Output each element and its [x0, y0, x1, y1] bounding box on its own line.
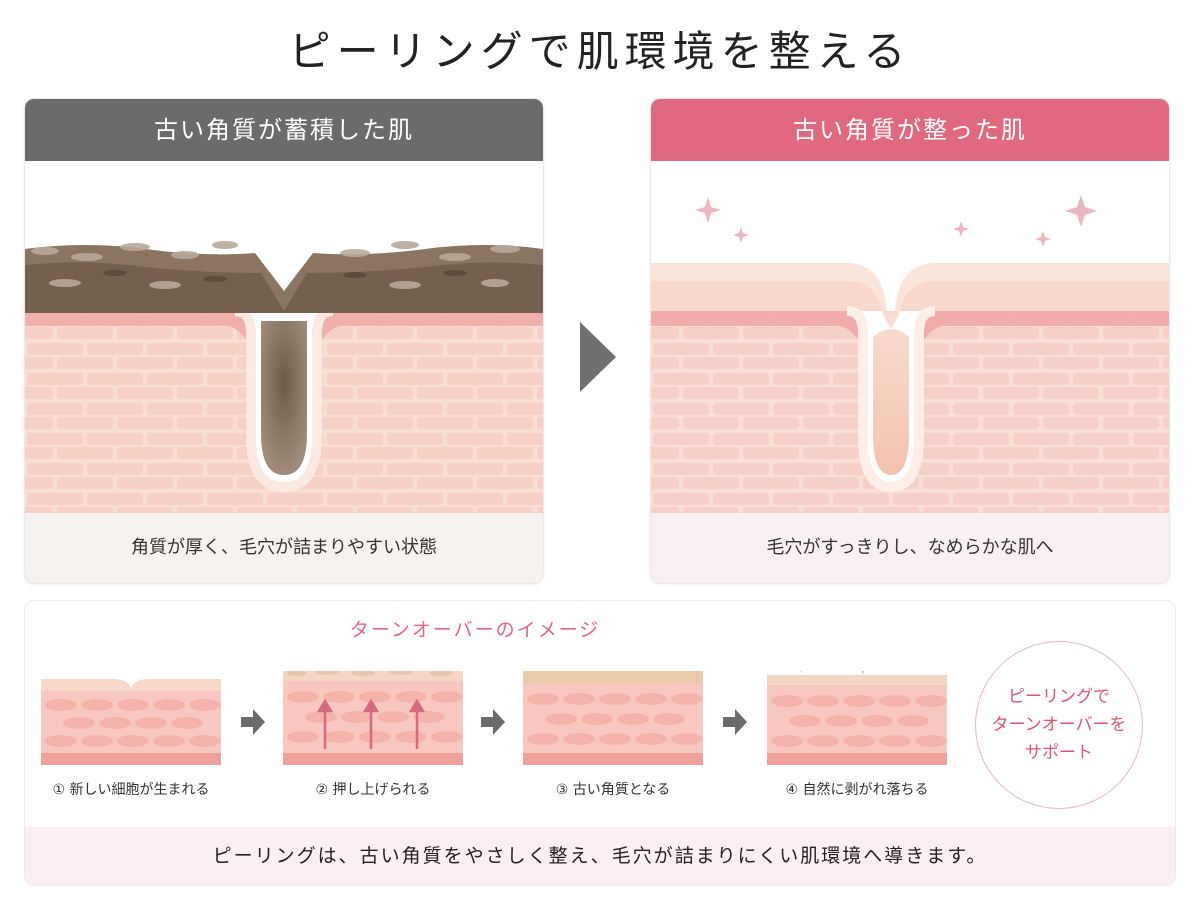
support-line-3: サポート	[1024, 743, 1093, 763]
sparkle-icon	[800, 671, 802, 673]
support-line-2: ターンオーバーを	[991, 715, 1127, 735]
before-panel: 古い角質が蓄積した肌	[24, 98, 544, 584]
turnover-step-2-label: ② 押し上げられる	[315, 782, 431, 798]
turnover-step-2: ② 押し上げられる	[283, 671, 463, 798]
after-panel-caption: 毛穴がすっきりし、なめらかな肌へ	[651, 513, 1169, 583]
sparkle-icon	[953, 221, 969, 237]
right-arrow-icon	[241, 709, 265, 735]
after-panel-header: 古い角質が整った肌	[651, 99, 1169, 161]
turnover-step-3-label: ③ 古い角質となる	[555, 782, 671, 798]
sparkle-icon	[695, 197, 721, 223]
shedding-illustration	[767, 671, 947, 765]
sparkle-icon	[1065, 195, 1097, 227]
sparkle-icon	[861, 671, 865, 675]
turnover-step-1: ① 新しい細胞が生まれる	[41, 671, 221, 798]
support-badge: ピーリングで ターンオーバーを サポート	[975, 641, 1143, 809]
before-panel-header: 古い角質が蓄積した肌	[25, 99, 543, 161]
turnover-title: ターンオーバーのイメージ	[349, 619, 601, 641]
summary-text: ピーリングは、古い角質をやさしく整え、毛穴が詰まりにくい肌環境へ導きます。	[25, 827, 1175, 885]
turnover-step-4-label: ④ 自然に剥がれ落ちる	[785, 782, 929, 798]
new-cells-illustration	[41, 679, 221, 765]
sparkle-icon	[733, 227, 749, 243]
turnover-step-4: ④ 自然に剥がれ落ちる	[767, 671, 947, 798]
clogged-pore-illustration	[25, 161, 543, 513]
sparkle-icon	[1035, 231, 1051, 247]
right-arrow-icon	[481, 709, 505, 735]
after-panel: 古い角質が整った肌	[650, 98, 1170, 584]
clear-pore-illustration	[651, 161, 1169, 513]
turnover-section: ターンオーバーのイメージ ① 新しい細胞が生まれる	[24, 600, 1176, 886]
support-line-1: ピーリングで	[1007, 687, 1110, 707]
old-keratin-illustration	[523, 671, 703, 765]
turnover-step-3: ③ 古い角質となる	[523, 671, 703, 798]
right-triangle-arrow-icon	[580, 322, 616, 392]
turnover-step-1-label: ① 新しい細胞が生まれる	[52, 782, 210, 798]
right-arrow-icon	[723, 709, 747, 735]
page-title: ピーリングで肌環境を整える	[288, 27, 912, 76]
pushed-up-cells-illustration	[283, 671, 463, 765]
before-panel-caption: 角質が厚く、毛穴が詰まりやすい状態	[25, 513, 543, 583]
